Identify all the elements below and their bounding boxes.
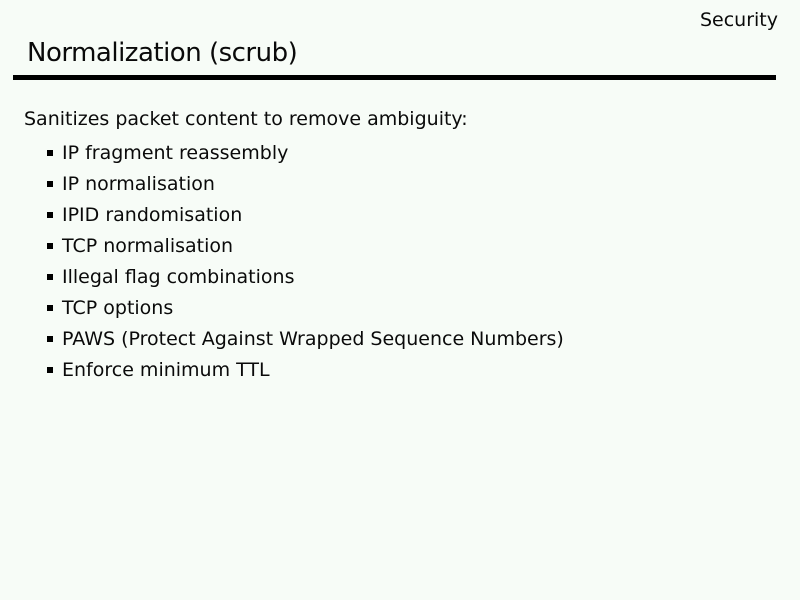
- list-item: TCP normalisation: [47, 230, 564, 261]
- list-item-text: PAWS (Protect Against Wrapped Sequence N…: [62, 327, 564, 350]
- square-bullet-icon: [47, 242, 53, 249]
- list-item: Illegal flag combinations: [47, 261, 564, 292]
- square-bullet-icon: [47, 180, 53, 187]
- intro-text: Sanitizes packet content to remove ambig…: [24, 108, 468, 130]
- list-item: IP fragment reassembly: [47, 137, 564, 168]
- square-bullet-icon: [47, 366, 53, 373]
- square-bullet-icon: [47, 304, 53, 311]
- list-item: IPID randomisation: [47, 199, 564, 230]
- title-underline-rule: [13, 75, 776, 80]
- bullet-list: IP fragment reassembly IP normalisation …: [47, 137, 564, 385]
- corner-label: Security: [699, 9, 778, 31]
- list-item-text: TCP options: [62, 296, 174, 319]
- list-item-text: IP fragment reassembly: [62, 141, 289, 164]
- page-title: Normalization (scrub): [27, 38, 298, 68]
- list-item: TCP options: [47, 292, 564, 323]
- square-bullet-icon: [47, 211, 53, 218]
- square-bullet-icon: [47, 149, 53, 156]
- list-item: IP normalisation: [47, 168, 564, 199]
- list-item-text: Illegal flag combinations: [62, 265, 295, 288]
- list-item-text: IPID randomisation: [62, 203, 243, 226]
- list-item: PAWS (Protect Against Wrapped Sequence N…: [47, 323, 564, 354]
- list-item-text: TCP normalisation: [62, 234, 234, 257]
- list-item: Enforce minimum TTL: [47, 354, 564, 385]
- list-item-text: Enforce minimum TTL: [62, 358, 270, 381]
- list-item-text: IP normalisation: [62, 172, 215, 195]
- square-bullet-icon: [47, 273, 53, 280]
- square-bullet-icon: [47, 335, 53, 342]
